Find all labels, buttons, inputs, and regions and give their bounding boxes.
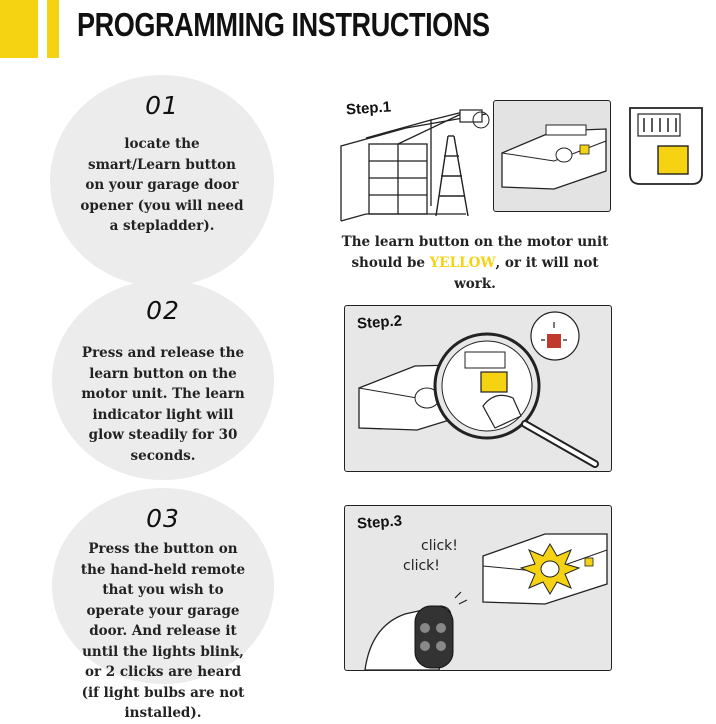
accent-bar-left [0,0,38,58]
note-highlight: YELLOW [429,255,496,271]
stepladder-icon [435,135,469,217]
step-3-number: 03 [146,504,180,533]
step-2-number: 02 [146,296,180,325]
yellow-button-note: The learn button on the motor unit shoul… [330,232,620,295]
step-3-panel: Step.3 click! click! [344,505,612,671]
remote-icon [414,605,454,669]
garage-door-illustration [340,109,490,222]
step-2-panel: Step.2 [344,305,612,472]
click-sound-1: click! [421,538,458,554]
note-text-after: , or it will not work. [454,255,599,292]
learn-button-closeup-icon [629,107,703,185]
motor-unit-panel [493,100,611,212]
click-sound-2: click! [403,558,440,574]
step-1-number: 01 [145,91,179,120]
step-2-text: Press and release the learn button on th… [81,345,245,464]
step-1-text: locate the smart/Learn button on your ga… [80,136,244,234]
motor-unit-icon [501,124,607,190]
step-1-circle: 01 locate the smart/Learn button on your… [50,75,274,287]
step-3-text: Press the button on the hand-held remote… [80,541,246,721]
note-text-before: The learn button on the motor unit shoul… [341,234,609,271]
step-3-circle: 03 Press the button on the hand-held rem… [52,488,274,721]
remote-and-motor-illustration [364,533,608,670]
page-title: PROGRAMMING INSTRUCTIONS [77,6,490,43]
magnifier-illustration [358,311,599,468]
accent-bar-small [47,0,59,58]
step-2-circle: 02 Press and release the learn button on… [52,280,274,480]
